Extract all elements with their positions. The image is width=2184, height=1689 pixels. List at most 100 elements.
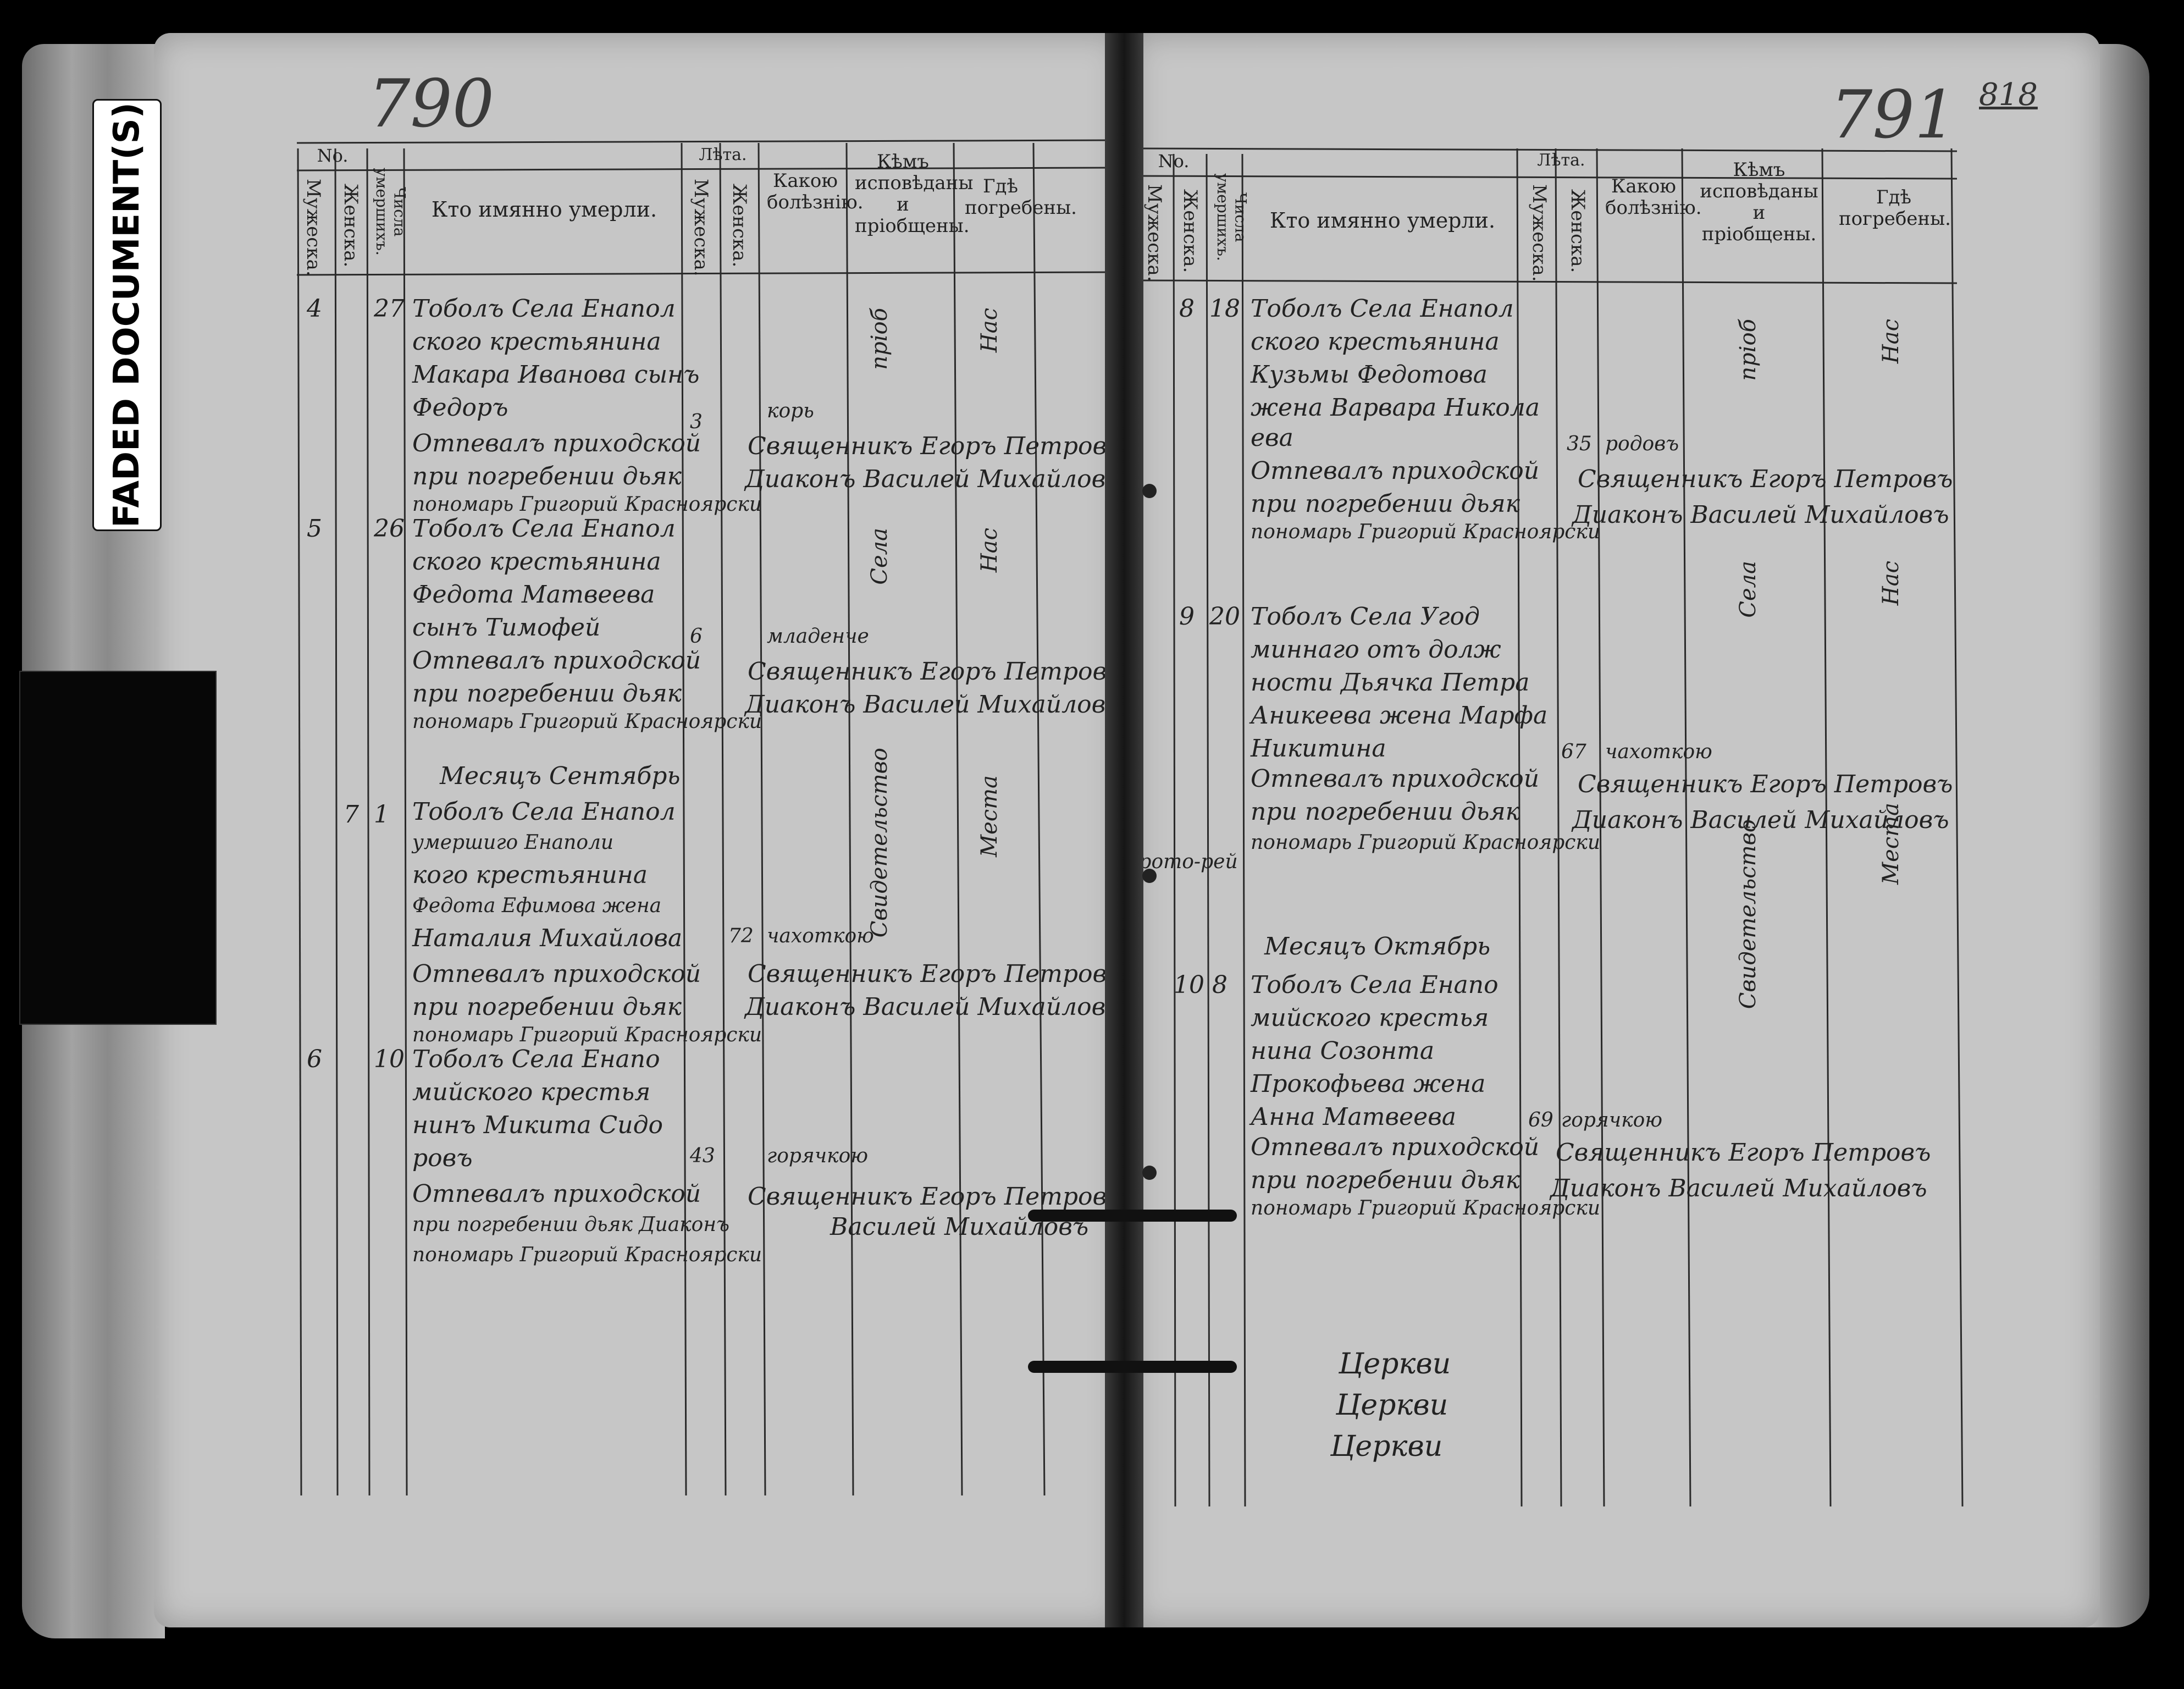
entry-confessor: Священникъ Егоръ Петровъ — [748, 960, 1123, 988]
header-no: No. — [1158, 151, 1190, 172]
header-who: Кто имянно умерли. — [1269, 208, 1496, 233]
entry-service: пономарь Григорий Красноярски — [1251, 1197, 1601, 1219]
entry-confessor: Священникъ Егоръ Петровъ — [1556, 1139, 1931, 1167]
entry-confessor: Диаконъ Василей Михайловъ — [745, 993, 1122, 1021]
entry-line: Федоръ — [412, 394, 508, 422]
entry-service: при погребении дьяк — [1251, 490, 1520, 518]
binding-stitch — [1028, 1210, 1237, 1222]
entry-service: пономарь Григорий Красноярски — [412, 1244, 762, 1266]
footer-note: Церкви — [1336, 1389, 1448, 1422]
header-confessed: Кѣмъ исповѣданы и пріобщены. — [855, 151, 974, 238]
entry-line: ского крестьянина — [1251, 328, 1500, 356]
entry-confessor: Священникъ Егоръ Петровъ — [1578, 465, 1953, 493]
entry-line: нина Созонта — [1251, 1037, 1435, 1065]
entry-disease: родовъ — [1605, 433, 1679, 455]
entry-line: Прокофьева жена — [1251, 1070, 1486, 1098]
entry-age: 35 — [1567, 433, 1592, 455]
entry-confessor: Диаконъ Василей Михайловъ — [1572, 501, 1949, 529]
footer-note: Церкви — [1339, 1348, 1451, 1381]
entry-line: Тоболъ Села Енапо — [412, 1045, 660, 1073]
header-age: Лѣта. — [699, 145, 747, 164]
header-buried: Гдѣ погребены. — [1839, 186, 1951, 230]
entry-service: пономарь Григорий Красноярски — [1251, 831, 1601, 854]
entry-disease: младенче — [767, 625, 869, 648]
entry-date: 10 — [374, 1045, 405, 1073]
header-disease: Какою болѣзнію. — [1605, 175, 1702, 219]
entry-line: Федота Ефимова жена — [412, 895, 662, 917]
entry-confessor: Диаконъ Василей Михайловъ — [1550, 1174, 1927, 1202]
entry-line: Наталия Михайлова — [412, 924, 683, 952]
header-female: Женска. — [1179, 189, 1202, 273]
right-page-stamp: 818 — [1979, 77, 2038, 113]
binding-hole — [1142, 484, 1157, 498]
header-age-female: Женска. — [1567, 189, 1589, 273]
entry-service: при погребении дьяк — [412, 680, 682, 708]
entry-line: Тоболъ Села Угод — [1251, 603, 1480, 631]
entry-line: умершиго Енаполи — [412, 831, 614, 854]
entry-service: при погребении дьяк — [1251, 798, 1520, 826]
entry-confessed-note: Свидетельство — [1735, 819, 1761, 1009]
binding-stitch — [1028, 1361, 1237, 1373]
entry-disease: горячкою — [767, 1145, 869, 1167]
entry-service: Отпевалъ приходской — [1251, 765, 1540, 793]
entry-service: при погребении дьяк — [412, 993, 682, 1021]
entry-disease: горячкою — [1561, 1109, 1663, 1131]
entry-date: 26 — [374, 515, 405, 543]
entry-month: Месяцъ Сентябрь — [440, 762, 681, 790]
entry-service: Отпевалъ приходской — [1251, 457, 1540, 485]
entry-service: Отпевалъ приходской — [412, 647, 701, 675]
entry-date: 8 — [1212, 971, 1228, 999]
header-age-male: Мужеска. — [690, 179, 712, 277]
entry-confessor: Священникъ Егоръ Петровъ — [748, 1183, 1123, 1211]
entry-line: Федота Матвеева — [412, 581, 655, 609]
entry-female-no: 9 — [1179, 603, 1195, 631]
entry-line: Макара Иванова сынъ — [412, 361, 700, 389]
entry-confessed-note: Свидетельство — [867, 748, 892, 938]
header-male: Мужеска. — [1143, 184, 1166, 282]
entry-confessor: Священникъ Егоръ Петровъ — [748, 658, 1123, 686]
entry-service: Отпевалъ приходской — [412, 429, 701, 457]
entry-disease: чахоткою — [1605, 741, 1712, 763]
footer-note: Церкви — [1330, 1430, 1443, 1463]
entry-confessor: Священникъ Егоръ Петровъ — [1578, 770, 1953, 798]
entry-female-no: 8 — [1179, 295, 1195, 323]
entry-service: Отпевалъ приходской — [412, 960, 701, 988]
entry-confessed-note: Села — [1735, 561, 1761, 618]
header-age-female: Женска. — [728, 183, 751, 268]
entry-confessor: Диаконъ Василей Михайловъ — [745, 691, 1122, 719]
header-age-male: Мужеска. — [1528, 184, 1551, 282]
entry-line: мийского крестья — [412, 1078, 651, 1106]
entry-confessed-note: пріоб — [1735, 319, 1761, 381]
right-page-grid — [1137, 147, 1964, 1507]
entry-confessor: Священникъ Егоръ Петровъ — [748, 432, 1123, 460]
right-page: No. Мужеска. Женска. Числа умершихъ. Кто… — [1121, 33, 2100, 1627]
entry-line: Тоболъ Села Енапол — [412, 295, 676, 323]
header-confessed: Кѣмъ исповѣданы и пріобщены. — [1700, 159, 1818, 246]
entry-service: пономарь Григорий Красноярски — [1251, 521, 1601, 543]
entry-line: нинъ Микита Сидо — [412, 1111, 663, 1139]
entry-line: Кузьмы Федотова — [1251, 361, 1488, 389]
header-male: Мужеска. — [302, 179, 325, 277]
entry-service: пономарь Григорий Красноярски — [412, 710, 762, 733]
entry-confessor: Диаконъ Василей Михайловъ — [1572, 806, 1949, 834]
header-buried: Гдѣ погребены. — [965, 175, 1077, 219]
entry-buried: Нас — [1878, 561, 1904, 606]
entry-line: жена Варвара Никола — [1251, 394, 1540, 422]
entry-line: ского крестьянина — [412, 548, 661, 576]
entry-line: Никитина — [1251, 735, 1386, 763]
header-age: Лѣта. — [1537, 151, 1585, 170]
entry-service: пономарь Григорий Красноярски — [412, 493, 762, 516]
entry-line: ровъ — [412, 1144, 473, 1172]
entry-date: 20 — [1209, 603, 1240, 631]
entry-buried: Нас — [977, 528, 1002, 573]
entry-age: 69 — [1528, 1109, 1553, 1131]
entry-line: ности Дьячка Петра — [1251, 669, 1530, 697]
entry-confessed-note: Села — [867, 528, 892, 585]
entry-date: 27 — [374, 295, 405, 323]
entry-line: мийского крестья — [1251, 1004, 1489, 1032]
entry-age: 3 — [690, 411, 703, 433]
left-page-number: 790 — [368, 66, 495, 142]
entry-line: Тоболъ Села Енапол — [412, 798, 676, 826]
left-page-grid — [296, 139, 1116, 1496]
entry-date: 18 — [1209, 295, 1240, 323]
